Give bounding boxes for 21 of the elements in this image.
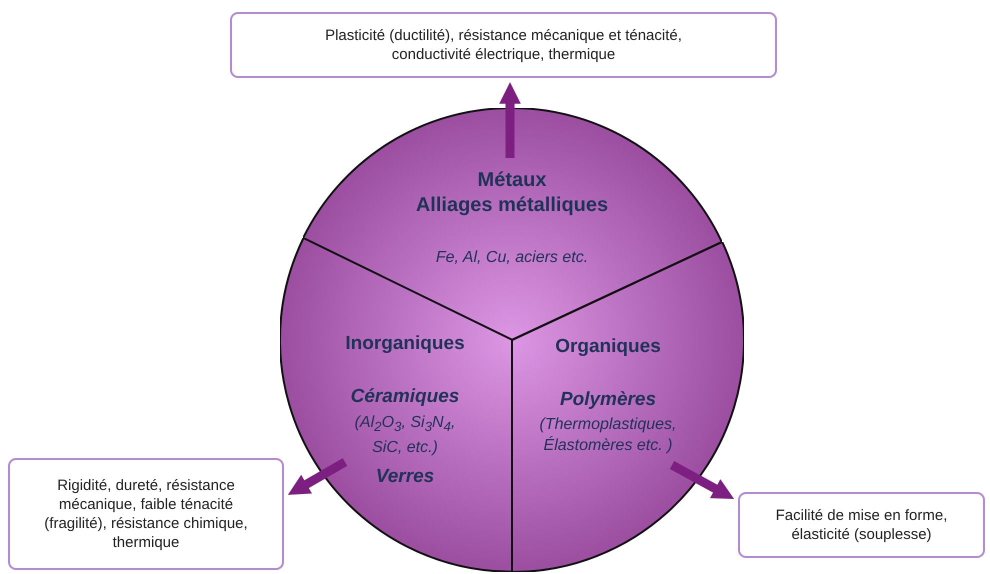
example-text: (Al$_{2}$O$_{3}$, Si$_{3}$N$_{4}$, SiC, etc.) [354,412,456,458]
subheading: Verres [374,464,436,489]
property-text: Plasticité (ductilité), résistance mécanique et ténacité, conductivité électrique, thermique [324,26,683,64]
sector [512,242,744,572]
property-box [738,492,985,558]
arrow [288,458,348,495]
subheading: Polymères [558,388,658,412]
arrow [499,82,521,158]
subheading: Céramiques [350,384,460,409]
example-text: Fe, Al, Cu, aciers etc. [434,248,590,268]
sector [280,238,512,572]
property-box [8,458,284,570]
arrow [670,461,734,499]
example-text: (Thermoplastiques, Élastomères etc. ) [538,414,678,456]
heading: Métaux [476,168,548,193]
property-text: Facilité de mise en forme, élasticité (souplesse) [774,506,948,544]
property-box [230,12,777,78]
heading: Inorganiques [344,332,466,356]
heading: Alliages métalliques [414,193,610,218]
property-text: Rigidité, dureté, résistance mécanique, faible ténacité (fragilité), résistance chimique, thermique [43,476,249,552]
heading: Organiques [554,334,662,359]
